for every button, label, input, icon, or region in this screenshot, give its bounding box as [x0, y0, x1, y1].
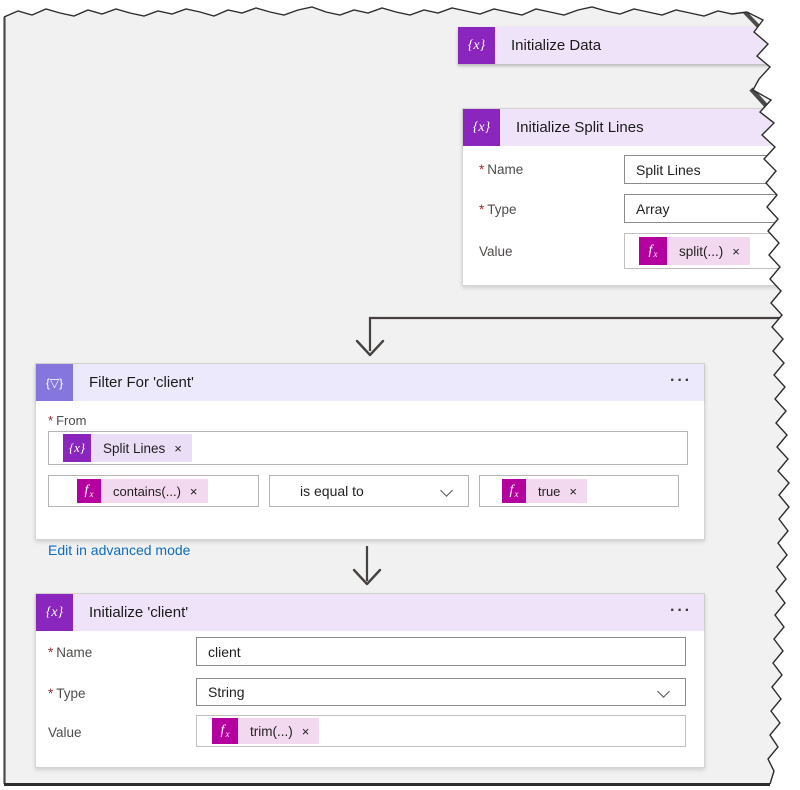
- required-marker: *: [479, 201, 485, 217]
- variable-icon: {x}: [36, 594, 73, 631]
- type-dropdown[interactable]: String: [196, 678, 686, 706]
- close-icon[interactable]: ×: [569, 483, 577, 499]
- type-value: String: [208, 684, 245, 700]
- connector-fragment-top: [737, 4, 761, 29]
- more-options-icon[interactable]: ···: [670, 371, 692, 389]
- variable-icon-glyph: {x}: [472, 119, 491, 135]
- connector-fragment-mid: [749, 87, 772, 112]
- operator-dropdown[interactable]: is equal to: [269, 475, 469, 507]
- close-icon[interactable]: ×: [301, 723, 310, 739]
- action-card-header[interactable]: {▽} Filter For 'client' ···: [36, 364, 704, 401]
- filter-icon-glyph: {▽}: [45, 375, 64, 390]
- action-card-header[interactable]: {x} Initialize 'client' ···: [36, 594, 704, 631]
- required-marker: *: [48, 685, 54, 701]
- arrow-down-icon: [355, 339, 385, 357]
- field-label-value: Value: [48, 724, 82, 740]
- close-icon[interactable]: ×: [174, 440, 182, 456]
- variable-icon: {x}: [463, 109, 500, 146]
- filter-array-icon: {▽}: [36, 364, 73, 401]
- from-input[interactable]: {x} Split Lines ×: [48, 431, 688, 465]
- connector-elbow: [368, 316, 798, 351]
- action-card-header[interactable]: {x} Initialize Split Lines: [463, 109, 800, 146]
- name-input[interactable]: client: [196, 637, 686, 666]
- type-dropdown[interactable]: Array: [624, 194, 800, 223]
- token-label: trim(...): [250, 723, 293, 739]
- operator-value: is equal to: [300, 483, 364, 499]
- token-label: contains(...): [113, 483, 181, 499]
- close-icon[interactable]: ×: [732, 243, 740, 259]
- required-marker: *: [48, 644, 54, 660]
- variable-icon: {x}: [63, 434, 91, 462]
- action-title: Initialize Split Lines: [516, 119, 644, 136]
- action-card-initialize-split-lines: {x} Initialize Split Lines * Name Split …: [462, 108, 800, 286]
- action-card-initialize-client: {x} Initialize 'client' ··· * Name clien…: [35, 593, 705, 768]
- token-label: Split Lines: [103, 440, 166, 456]
- required-marker: *: [48, 412, 54, 428]
- name-value: Split Lines: [636, 161, 701, 178]
- action-title: Initialize Data: [511, 37, 602, 54]
- field-label-from: * From: [48, 412, 87, 428]
- close-icon[interactable]: ×: [189, 483, 198, 499]
- required-marker: *: [479, 161, 485, 177]
- more-options-icon[interactable]: ···: [670, 601, 692, 619]
- field-label-type: * Type: [479, 201, 517, 217]
- action-title: Filter For 'client': [89, 374, 194, 391]
- name-value: client: [208, 643, 241, 660]
- edit-advanced-mode-link[interactable]: Edit in advanced mode: [48, 542, 191, 558]
- chevron-down-icon: [440, 484, 453, 497]
- field-label-name: * Name: [48, 644, 93, 660]
- type-value: Array: [636, 200, 670, 217]
- arrow-down-icon: [352, 568, 382, 586]
- name-input[interactable]: Split Lines: [624, 155, 800, 184]
- token-label: split(...): [679, 243, 724, 259]
- variable-icon: {x}: [458, 27, 495, 64]
- variable-icon-glyph: {x}: [45, 604, 64, 620]
- action-card-initialize-data[interactable]: {x} Initialize Data: [458, 27, 800, 65]
- action-card-filter-for-client: {▽} Filter For 'client' ··· * From {x} S…: [35, 363, 705, 558]
- variable-token[interactable]: {x} Split Lines ×: [63, 434, 192, 462]
- token-label: true: [538, 483, 561, 499]
- field-label-type: * Type: [48, 685, 86, 701]
- field-label-value: Value: [479, 243, 513, 259]
- action-title: Initialize 'client': [89, 604, 189, 621]
- chevron-down-icon: [657, 685, 670, 698]
- field-label-name: * Name: [479, 161, 524, 177]
- variable-icon-glyph: {x}: [467, 37, 486, 53]
